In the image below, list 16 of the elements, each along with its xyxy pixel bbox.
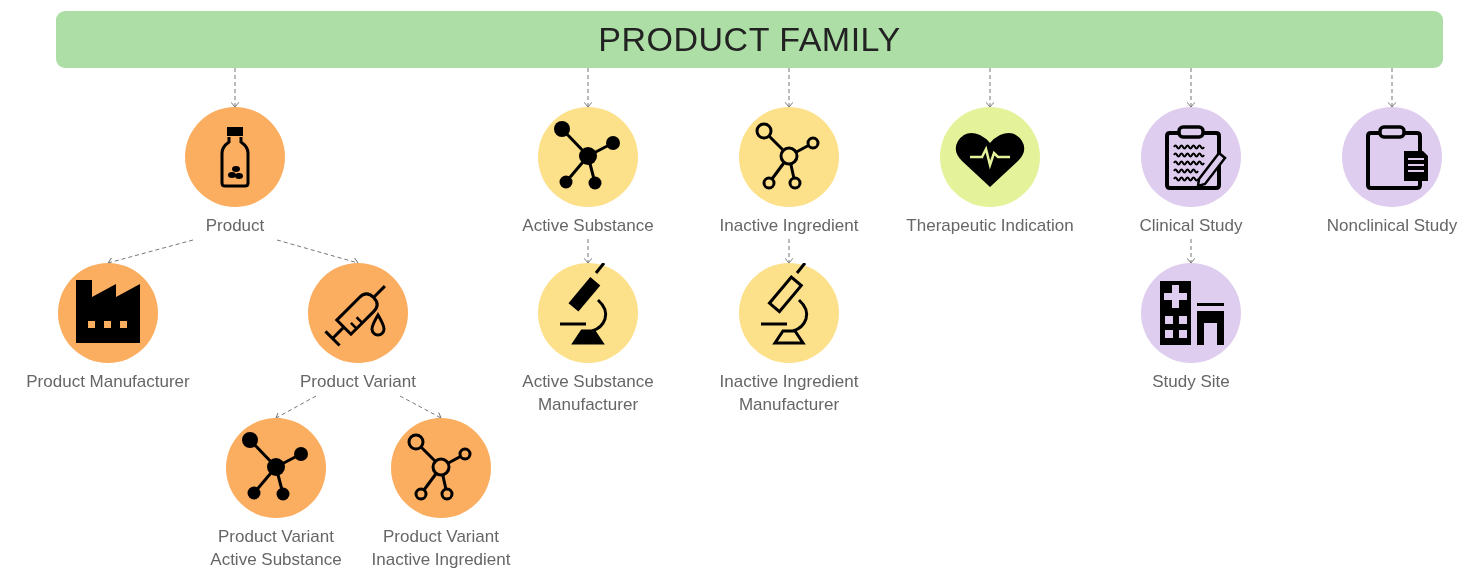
node-label: Inactive Ingredient bbox=[718, 215, 860, 237]
node-label: Therapeutic Indication bbox=[905, 215, 1075, 237]
node-label: Clinical Study bbox=[1138, 215, 1244, 237]
node-label: Product bbox=[204, 215, 266, 237]
node-label: Active Substance bbox=[521, 215, 655, 237]
node-label: Nonclinical Study bbox=[1325, 215, 1459, 237]
dashed-arrow bbox=[399, 395, 442, 420]
title-band: PRODUCT FAMILY bbox=[56, 11, 1443, 68]
dashed-arrow bbox=[275, 395, 317, 420]
node-label: Product Manufacturer bbox=[25, 371, 191, 393]
node-label: Product Variant Inactive Ingredient bbox=[370, 526, 512, 571]
node-label: Product Variant bbox=[299, 371, 417, 393]
node-label: Study Site bbox=[1151, 371, 1231, 393]
node-label: Inactive Ingredient Manufacturer bbox=[718, 371, 860, 416]
node-label: Active Substance Manufacturer bbox=[521, 371, 655, 416]
node-label: Product Variant Active Substance bbox=[209, 526, 343, 571]
